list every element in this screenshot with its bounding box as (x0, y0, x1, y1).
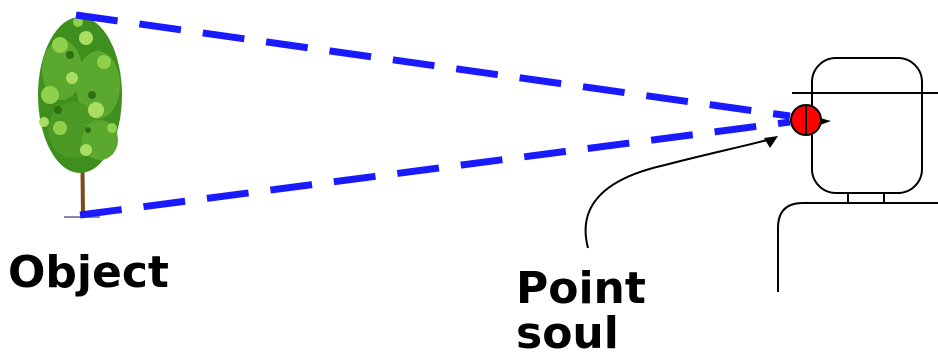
object-label: Object (8, 247, 169, 298)
body-outline (778, 203, 938, 292)
pointer-arrow (586, 136, 778, 248)
soul-label: soul (516, 308, 619, 356)
upper-sight-line (76, 15, 790, 116)
person-icon (778, 58, 938, 292)
point-label: Point (516, 263, 646, 314)
tree-icon (38, 17, 122, 217)
lower-sight-line (80, 122, 790, 215)
eye-icon (791, 105, 831, 135)
head-outline (812, 58, 922, 193)
